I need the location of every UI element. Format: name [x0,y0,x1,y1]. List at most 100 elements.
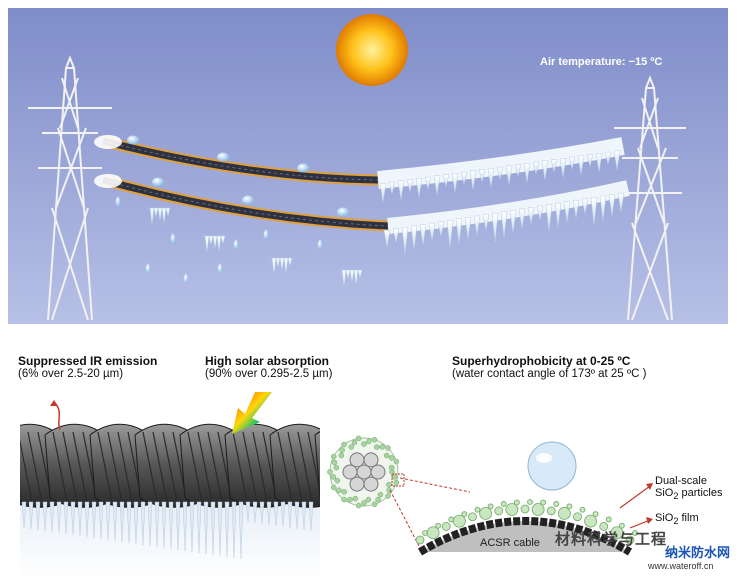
sio2-particle-small [632,530,638,536]
icicle [388,181,396,195]
icicle [419,224,427,246]
property-superhydrophobicity: Superhydrophobicity at 0-25 ºC (water co… [452,354,646,380]
strand-groove [207,431,223,503]
icicle [70,501,76,536]
strand-groove [107,431,123,503]
zoom-box [391,473,405,487]
property-detail: (water contact angle of 173º at 25 ºC ) [452,368,647,380]
icicle [392,228,400,243]
icicle [541,160,549,180]
icicle [266,501,272,526]
transmission-tower-right [614,75,686,321]
icicle [383,229,391,248]
icicle [469,170,477,190]
icicle [49,501,55,533]
icicle [590,197,598,226]
icicle [294,501,300,530]
strand-groove [162,431,178,503]
icicle [613,150,621,170]
icicle [21,501,27,529]
icicle [505,165,513,185]
ir-arrow-head [50,400,58,406]
sio2-bead [393,479,400,486]
ice-fragment [148,207,171,225]
icicle [119,501,125,543]
ice-fragment [203,235,226,253]
icicle [154,501,160,548]
strand-groove [297,431,313,503]
cable-cross-section [327,435,400,509]
icicle [287,501,293,529]
icicle [545,204,553,232]
icicle [56,501,62,534]
ir-emission-arrow [53,401,61,431]
sio2-bead [351,439,358,446]
icicle [84,501,90,538]
strand-groove [197,431,213,503]
label-sio2-film: SiO2 film [655,512,699,526]
sio2-particle-small [566,503,573,510]
water-bead [152,177,164,187]
sio2-particle [426,526,440,540]
sio2-particle-small [553,501,560,507]
icicle [572,199,580,219]
strand-groove [62,431,78,503]
icicle [126,501,132,544]
icicle [577,155,585,175]
strand-groove [252,431,268,503]
property-title: Suppressed IR emission [18,354,158,368]
icicle [273,501,279,527]
scene-illustration [8,8,728,324]
icicle [252,501,258,524]
braided-strands [20,423,320,508]
label-text: film [678,512,699,524]
water-drop [170,233,176,244]
property-title: High solar absorption [205,354,330,368]
strand-groove [52,431,68,503]
zoom-indicator [389,477,471,549]
icicle [308,501,314,532]
sio2-bead [371,436,378,443]
icicle [147,501,153,547]
sio2-bead [347,496,353,503]
ice-fragment [340,269,363,287]
icicles [379,150,625,255]
sio2-film [417,517,633,556]
sio2-particle [573,512,582,522]
water-drop [217,263,223,274]
frost-glow [94,174,122,188]
sio2-bead [361,441,367,447]
property-detail: (6% over 2.5-20 µm) [18,368,124,380]
icicle [491,212,499,243]
label-arrow [629,519,651,529]
label-line: SiO2 particles [655,487,722,501]
water-beads [127,135,349,217]
icicle [563,201,571,223]
property-solar-absorption: High solar absorption (90% over 0.295-2.… [205,354,332,380]
icicle [550,159,558,172]
strand-groove [277,431,293,503]
sio2-bead [375,496,381,503]
icicle [464,217,472,240]
iced-cable-upper [377,137,625,189]
outer-strand [363,452,379,468]
sio2-particle [610,526,624,540]
property-ir-emission: Suppressed IR emission (6% over 2.5-20 µ… [18,354,157,380]
icicle [586,154,594,167]
icicle [28,501,34,530]
icicle [238,501,244,560]
sio2-particle [531,503,545,516]
sio2-particle [494,506,504,516]
icicle [604,151,612,165]
sio2-particle-small [461,511,468,518]
icicle [482,214,490,231]
sio2-bead [385,493,391,499]
icicle [559,158,567,178]
icicle [608,194,616,217]
sio2-bead [330,453,337,460]
water-droplet [527,441,577,491]
sio2-bead [352,495,359,502]
sio2-particle [520,504,530,514]
icicle [446,219,454,249]
ice-fragment [270,257,293,275]
